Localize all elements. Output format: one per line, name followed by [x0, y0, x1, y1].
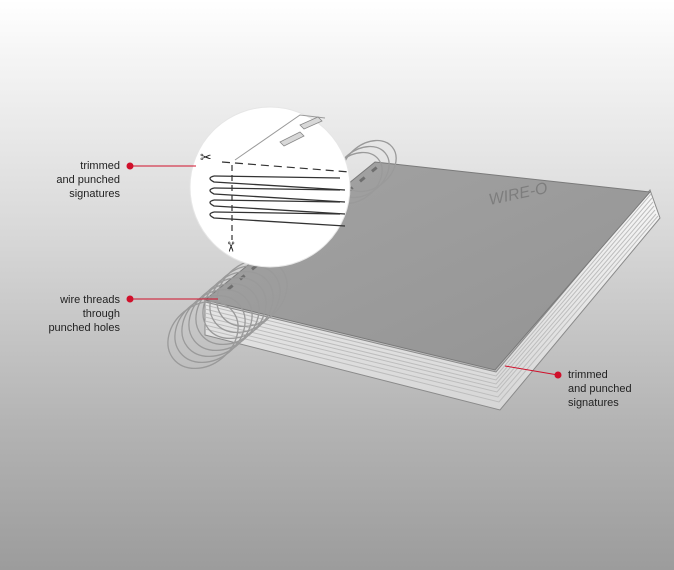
magnified-detail: ✂ ✂	[189, 106, 351, 268]
callout-trimmed-signatures-bottom: trimmed and punched signatures	[568, 368, 668, 410]
callout-line: punched holes	[48, 322, 120, 334]
callout-line: wire threads	[60, 294, 120, 306]
callout-line: signatures	[568, 397, 619, 409]
leader-dots	[126, 162, 562, 379]
callout-line: and punched	[568, 383, 632, 395]
callout-line: through	[82, 308, 120, 320]
callout-trimmed-signatures-top: trimmed and punched signatures	[40, 159, 120, 201]
scissors-icon: ✂	[200, 149, 212, 165]
leader-lines	[130, 165, 559, 376]
callout-line: trimmed	[80, 160, 120, 172]
scissors-icon: ✂	[223, 241, 239, 253]
callout-line: trimmed	[568, 369, 608, 381]
callout-line: signatures	[69, 188, 120, 200]
callout-wire-threads: wire threads through punched holes	[30, 293, 120, 335]
callout-line: and punched	[56, 174, 120, 186]
